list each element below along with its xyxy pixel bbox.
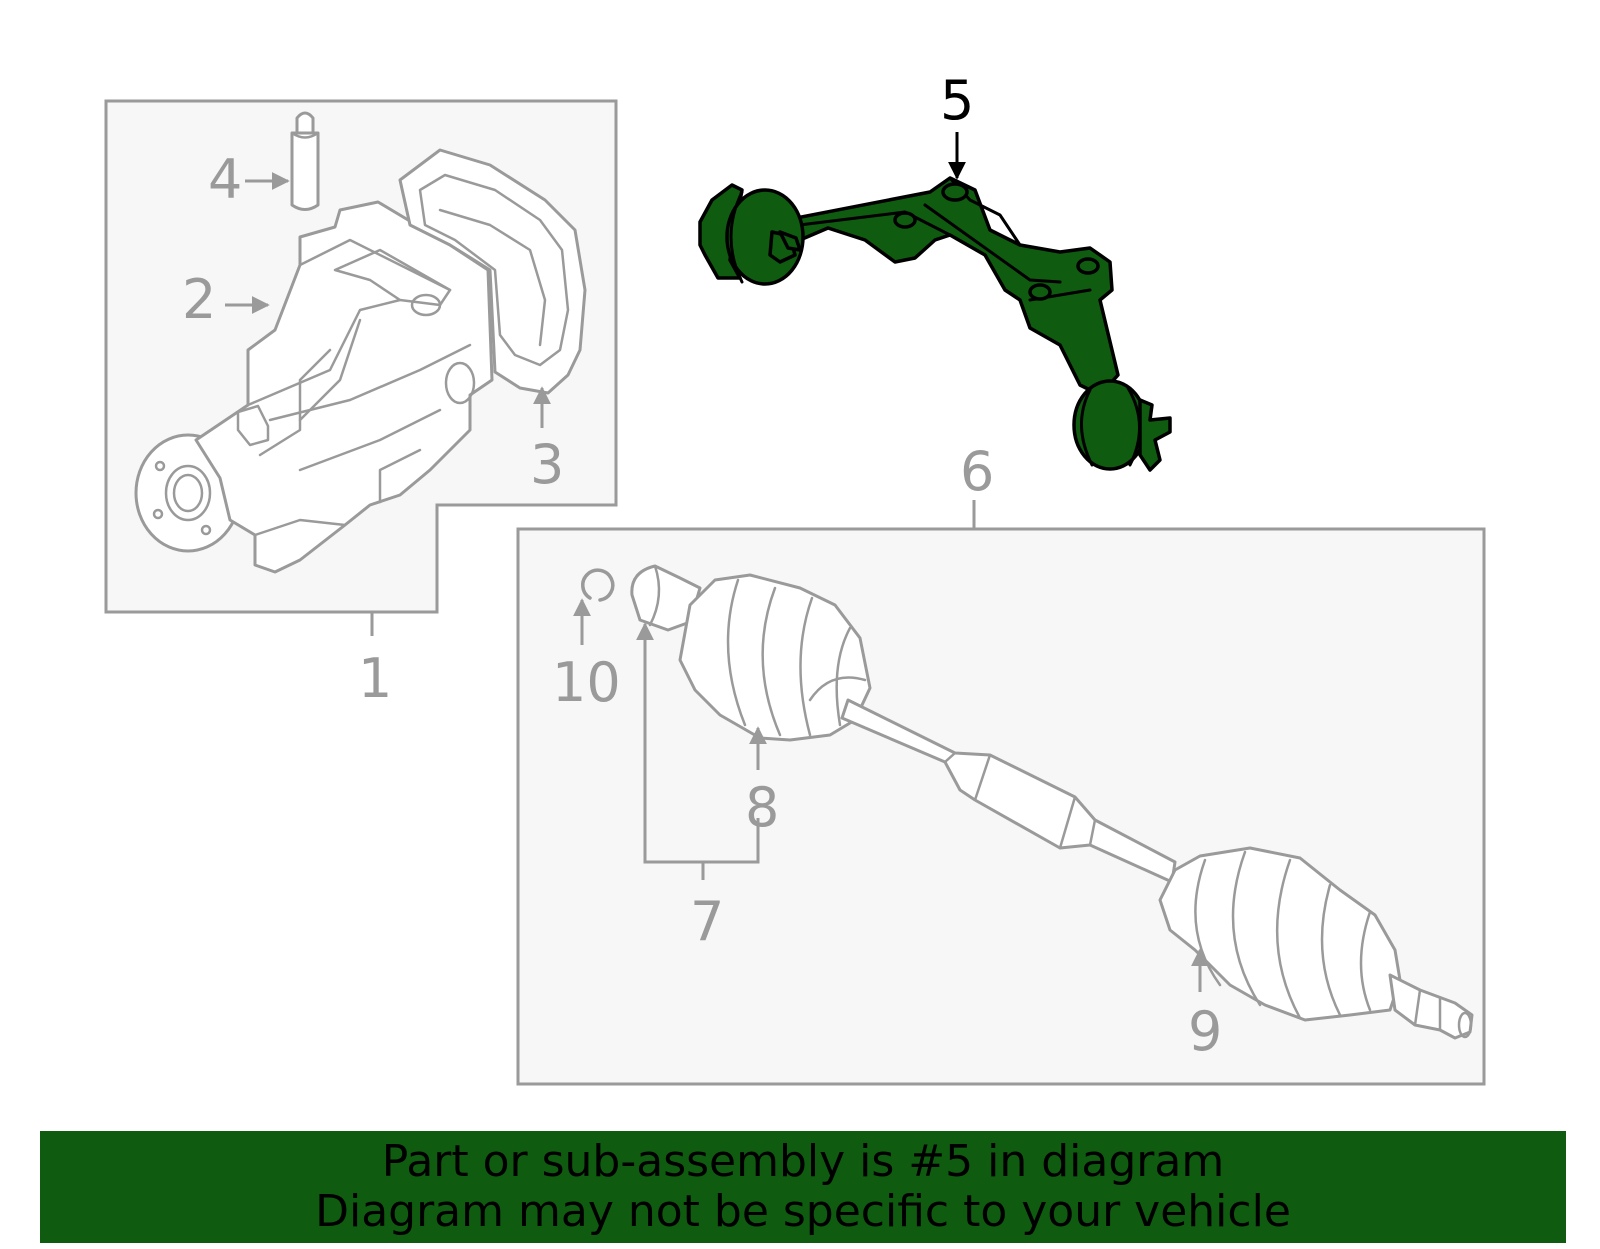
callout-9: 9 bbox=[1188, 1000, 1222, 1063]
axle-shaft-assembly-group: 6 10 bbox=[516, 440, 1486, 1086]
notice-banner: Part or sub-assembly is #5 in diagram Di… bbox=[40, 1131, 1566, 1243]
callout-8: 8 bbox=[745, 776, 779, 839]
callout-5: 5 bbox=[940, 69, 974, 132]
callout-1: 1 bbox=[358, 647, 392, 710]
callout-10: 10 bbox=[552, 651, 621, 714]
callout-2: 2 bbox=[182, 268, 216, 331]
callout-4: 4 bbox=[208, 148, 242, 211]
stud-bolt bbox=[290, 111, 320, 211]
inner-joint-stub bbox=[630, 564, 702, 632]
snap-ring bbox=[581, 568, 615, 602]
banner-line-2: Diagram may not be specific to your vehi… bbox=[315, 1186, 1291, 1237]
banner-line-1: Part or sub-assembly is #5 in diagram bbox=[381, 1136, 1225, 1187]
inner-cv-boot bbox=[678, 573, 872, 742]
differential-assembly-group: 4 2 3 1 bbox=[104, 99, 618, 710]
mount-bushing-right bbox=[1072, 379, 1172, 472]
callout-6: 6 bbox=[960, 440, 994, 503]
mount-bushing-left bbox=[698, 183, 805, 286]
highlighted-part-5-mount-bracket: 5 bbox=[698, 69, 1172, 472]
callout-3: 3 bbox=[530, 433, 564, 496]
callout-7: 7 bbox=[690, 890, 724, 953]
